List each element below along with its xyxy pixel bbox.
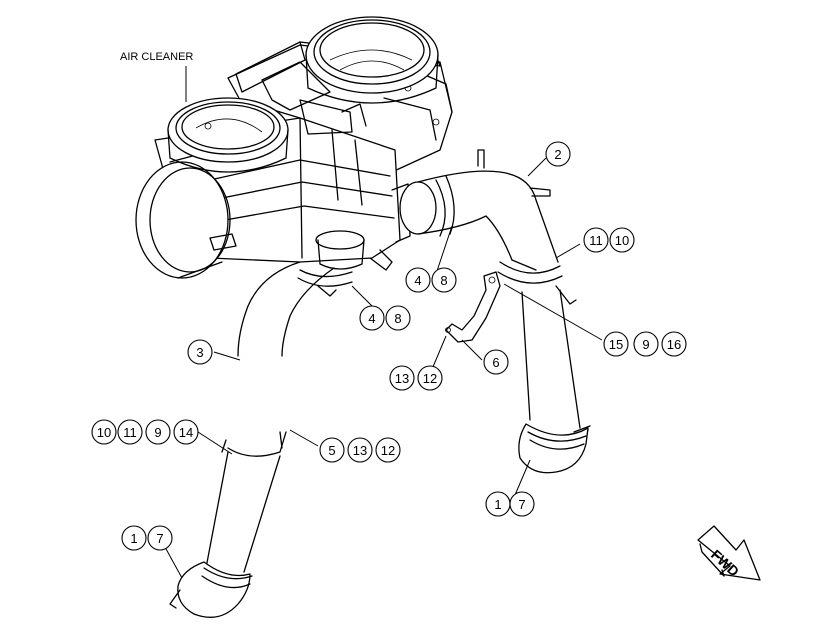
callout-2: 2 — [545, 141, 571, 167]
callout-7-right: 7 — [509, 491, 535, 517]
callout-11-left: 11 — [117, 419, 143, 445]
air-cleaner-text: AIR CLEANER — [120, 51, 193, 63]
svg-text:15: 15 — [609, 337, 623, 352]
svg-text:7: 7 — [156, 531, 163, 546]
svg-text:11: 11 — [123, 425, 137, 440]
callout-4-upper: 4 — [405, 267, 431, 293]
svg-text:14: 14 — [179, 425, 193, 440]
bracket-6 — [445, 271, 501, 343]
svg-text:13: 13 — [395, 371, 409, 386]
svg-text:12: 12 — [381, 443, 395, 458]
svg-text:8: 8 — [394, 311, 401, 326]
callout-13-mid: 13 — [389, 365, 415, 391]
svg-text:16: 16 — [667, 337, 681, 352]
svg-text:8: 8 — [440, 273, 447, 288]
svg-text:7: 7 — [518, 497, 525, 512]
svg-text:3: 3 — [196, 345, 203, 360]
hose-right-lower — [518, 289, 591, 474]
svg-text:13: 13 — [353, 443, 367, 458]
callout-3: 3 — [187, 339, 213, 365]
callout-15: 15 — [603, 331, 629, 357]
svg-text:9: 9 — [154, 425, 161, 440]
callout-1-left: 1 — [121, 525, 147, 551]
callout-16: 16 — [661, 331, 687, 357]
callout-7-left: 7 — [147, 525, 173, 551]
svg-text:2: 2 — [554, 147, 561, 162]
svg-text:5: 5 — [328, 443, 335, 458]
callout-12-low: 12 — [375, 437, 401, 463]
callout-10-top: 10 — [609, 227, 635, 253]
callout-8-lower: 8 — [385, 305, 411, 331]
svg-text:1: 1 — [494, 497, 501, 512]
svg-text:10: 10 — [97, 425, 111, 440]
callout-12-mid: 12 — [417, 365, 443, 391]
hose-5-lower-left — [169, 431, 287, 618]
air-cleaner-housing — [135, 16, 453, 279]
svg-text:6: 6 — [492, 355, 499, 370]
svg-text:9: 9 — [642, 337, 649, 352]
svg-text:4: 4 — [414, 273, 421, 288]
svg-text:11: 11 — [589, 233, 603, 248]
hose-3-center — [237, 261, 353, 357]
callout-11-top: 11 — [583, 227, 609, 253]
air-cleaner-label: AIR CLEANER — [120, 51, 193, 102]
svg-text:12: 12 — [423, 371, 437, 386]
callout-10-left: 10 — [91, 419, 117, 445]
callout-9-right: 9 — [633, 331, 659, 357]
fwd-arrow: FWD — [697, 525, 761, 581]
callout-1-right: 1 — [485, 491, 511, 517]
callout-13-low: 13 — [347, 437, 373, 463]
callout-14: 14 — [173, 419, 199, 445]
callout-9-left: 9 — [145, 419, 171, 445]
svg-text:4: 4 — [368, 311, 375, 326]
svg-text:10: 10 — [615, 233, 629, 248]
svg-text:1: 1 — [130, 531, 137, 546]
callout-8-upper: 8 — [431, 267, 457, 293]
hose-2-upper-elbow — [399, 149, 577, 305]
callout-6: 6 — [483, 349, 509, 375]
callout-4-lower: 4 — [359, 305, 385, 331]
callout-5: 5 — [319, 437, 345, 463]
